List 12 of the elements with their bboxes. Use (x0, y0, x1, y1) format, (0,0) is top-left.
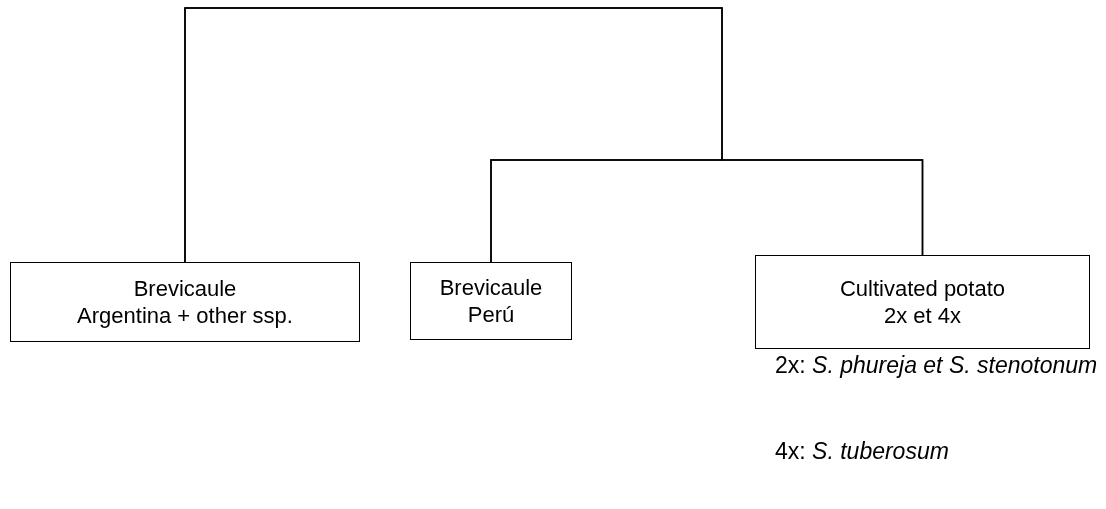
taxon-box (755, 255, 1090, 349)
taxon-name: Brevicaule (439, 273, 543, 301)
taxon-name: Cultivated potato (839, 274, 1006, 302)
taxon-box (410, 262, 572, 340)
taxon-box (10, 262, 360, 342)
taxon-name: Perú (467, 301, 515, 329)
taxon-name: Brevicaule (133, 274, 237, 302)
tree-branch-line (490, 159, 924, 263)
taxon-name: 2x et 4x (883, 302, 961, 330)
ploidy-note: 4x: S. tuberosum (775, 438, 949, 465)
taxon-name: Argentina + other ssp. (77, 302, 293, 330)
ploidy-note: 2x: S. phureja et S. stenotonum (775, 352, 1098, 379)
